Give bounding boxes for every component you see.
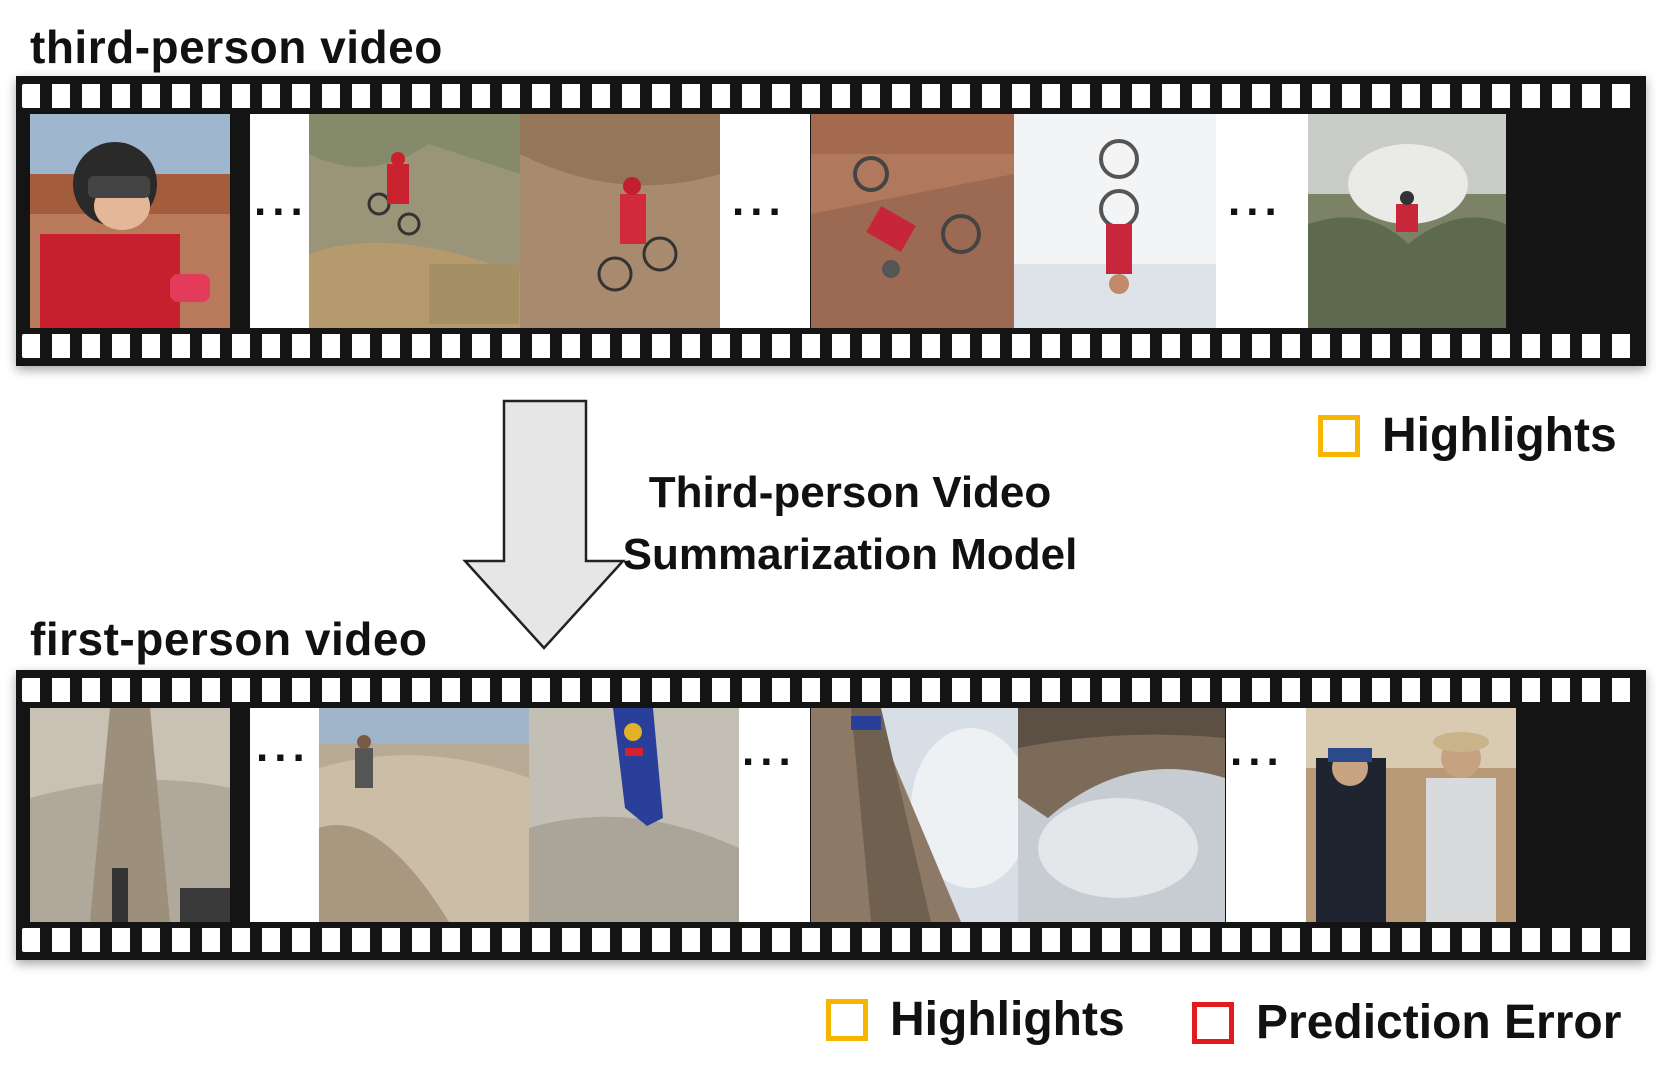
down-arrow: [462, 399, 626, 650]
film-sprocket-holes-top: [22, 84, 1640, 108]
prediction-error-swatch: [1192, 1001, 1234, 1044]
video-frame: [1308, 114, 1506, 328]
film-gap: [1226, 708, 1306, 922]
video-frame: [520, 114, 720, 328]
legend-highlights-bottom: Highlights: [826, 992, 1125, 1047]
film-gap: [1216, 114, 1308, 328]
ellipsis: ...: [254, 176, 309, 225]
highlight-frame: [1014, 114, 1216, 328]
legend-label: Prediction Error: [1256, 996, 1622, 1049]
legend-highlights-top: Highlights: [1318, 408, 1617, 463]
film-sprocket-holes-bottom: [22, 928, 1640, 952]
third-person-film-strip: ... ... ...: [16, 76, 1646, 366]
film-sprocket-holes-top: [22, 678, 1640, 702]
ellipsis: ...: [1230, 726, 1285, 775]
model-label-line2: Summarization Model: [622, 530, 1078, 579]
legend-label: Highlights: [1382, 409, 1617, 462]
video-frame: [30, 708, 230, 922]
highlight-swatch: [1318, 414, 1360, 457]
ellipsis: ...: [1228, 176, 1283, 225]
third-person-video-title: third-person video: [30, 21, 443, 73]
prediction-error-frame: [319, 708, 529, 922]
highlight-swatch: [826, 998, 868, 1041]
ellipsis: ...: [732, 176, 787, 225]
prediction-error-frame: [811, 708, 1018, 922]
first-person-film-strip: ... ... ...: [16, 670, 1646, 960]
film-gap: [720, 114, 810, 328]
highlight-frame: [811, 114, 1014, 328]
video-frame: [30, 114, 230, 328]
legend-prediction-error: Prediction Error: [1192, 995, 1621, 1050]
model-label: Third-person Video Summarization Model: [610, 462, 1090, 586]
film-gap: [730, 708, 810, 922]
legend-label: Highlights: [890, 993, 1125, 1046]
ellipsis: ...: [742, 726, 797, 775]
film-sprocket-holes-bottom: [22, 334, 1640, 358]
highlight-frame: [529, 708, 739, 922]
highlight-frame: [309, 114, 520, 328]
prediction-error-frame: [1018, 708, 1225, 922]
model-label-line1: Third-person Video: [648, 468, 1052, 517]
highlight-frame: [1306, 708, 1516, 922]
film-gap: [250, 708, 328, 922]
first-person-video-title: first-person video: [30, 613, 428, 665]
ellipsis: ...: [256, 722, 311, 771]
